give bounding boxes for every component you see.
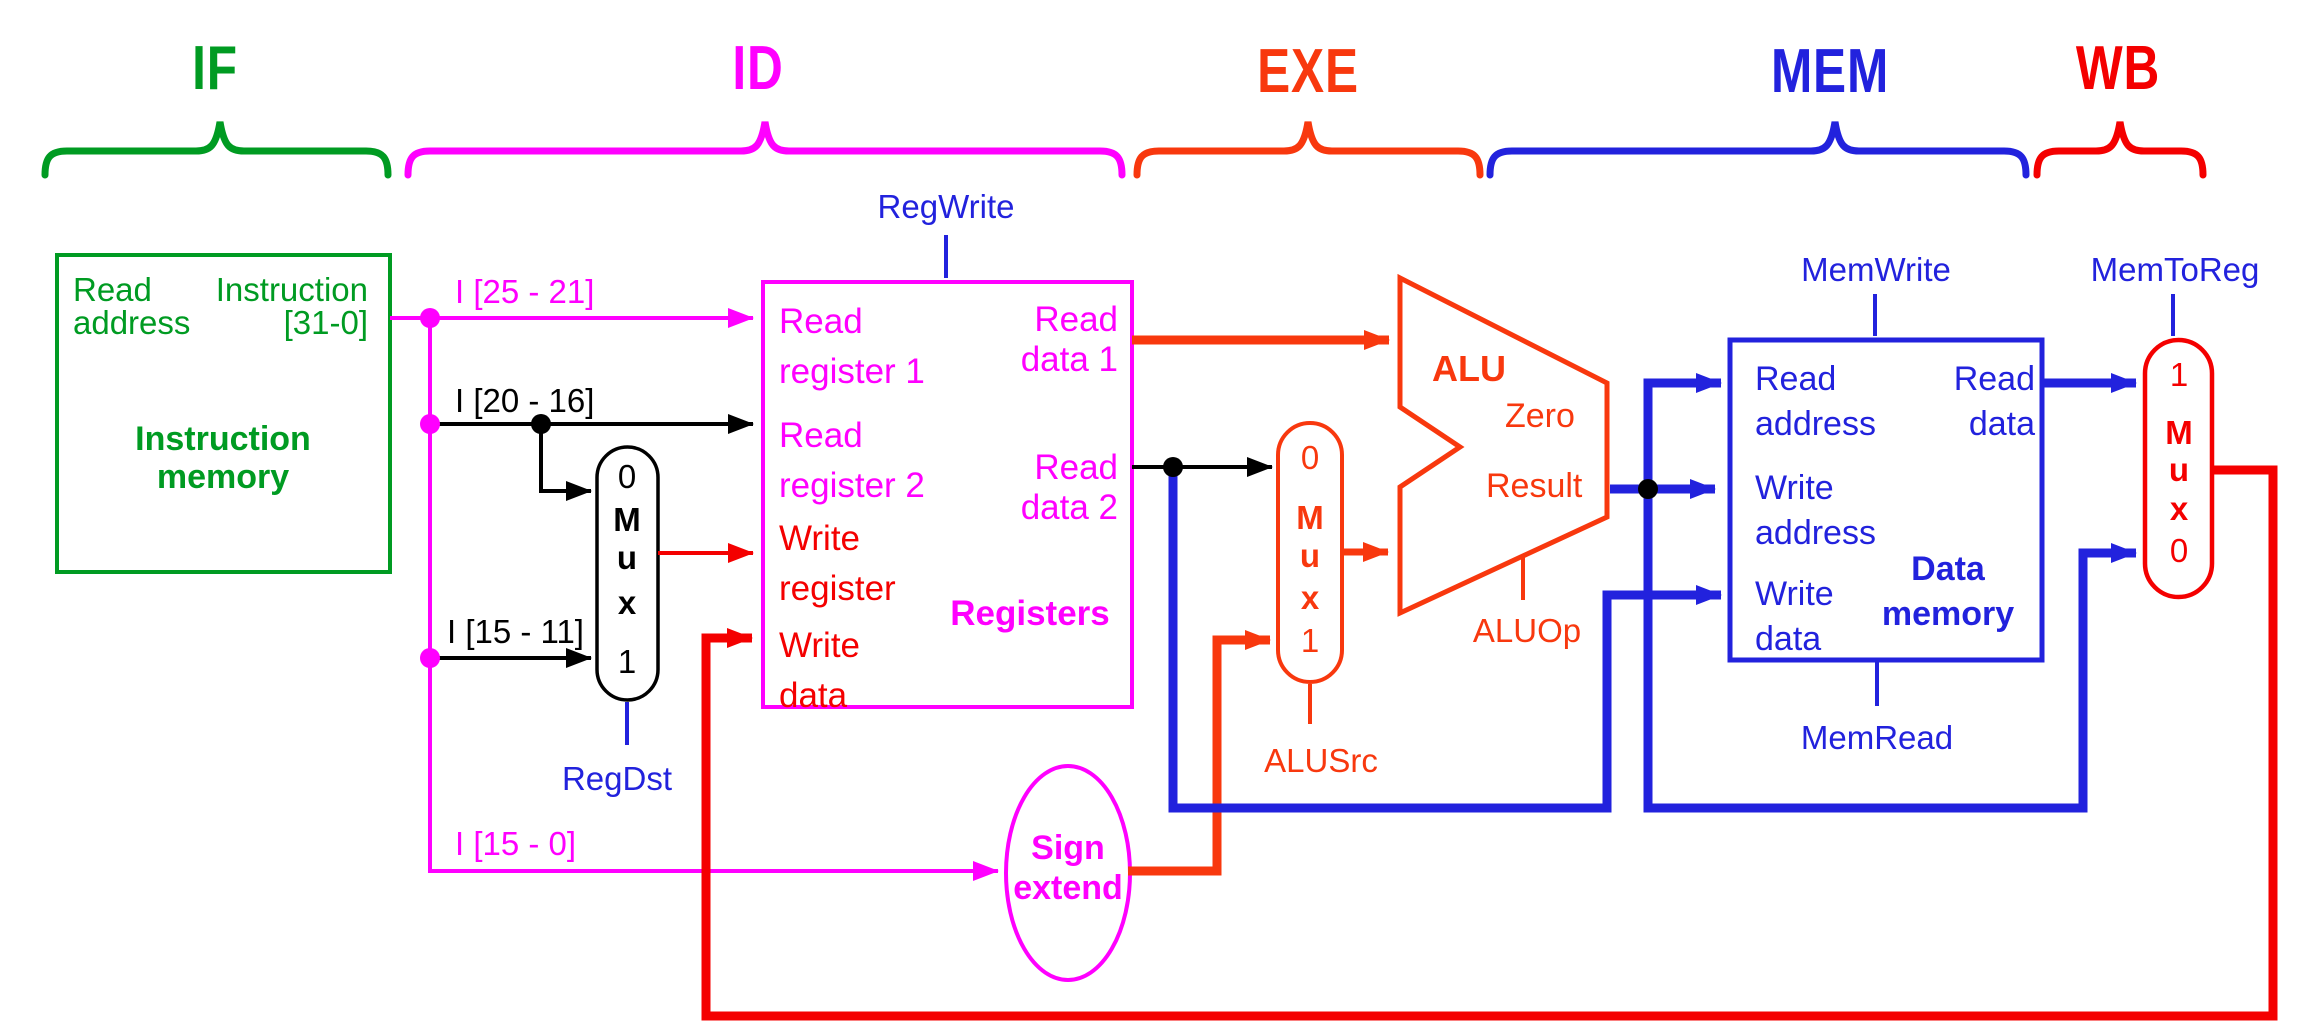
instruction-memory-instruction-port: Instruction [31-0] — [215, 271, 368, 341]
memtoreg-mux-letter-u: u — [2168, 451, 2190, 488]
junction-dot — [531, 414, 551, 434]
field-label-i20-16: I [20 - 16] — [455, 382, 595, 419]
control-label-regwrite: RegWrite — [877, 188, 1015, 225]
junction-dot — [1638, 479, 1658, 499]
wire-i20-16-to-mux0 — [539, 424, 592, 501]
alusrc-mux-letter-x: x — [1300, 579, 1320, 616]
registers-read-register-2-port: Read register 2 — [779, 416, 925, 505]
if-stage-brace — [41, 121, 392, 179]
control-label-alusrc: ALUSrc — [1264, 742, 1378, 779]
alusrc-mux-letter-u: u — [1299, 537, 1321, 574]
stage-label-wb: WB — [2075, 34, 2161, 103]
junction-dot — [420, 308, 440, 328]
regdst-mux-letter-m: M — [613, 501, 641, 538]
control-label-aluop: ALUOp — [1472, 612, 1582, 649]
registers-read-data-1-port: Read data 1 — [1020, 300, 1118, 379]
alu-zero-output-label: Zero — [1505, 397, 1575, 435]
regdst-mux-letter-x: x — [617, 584, 637, 621]
instruction-memory-read-address-port: Read address — [73, 271, 191, 341]
regdst-mux-input-0: 0 — [617, 458, 637, 495]
junction-dot — [1163, 457, 1183, 477]
data-memory-read-data-port: Read data — [1953, 360, 2035, 443]
stage-label-id: ID — [732, 34, 784, 103]
alusrc-mux-input-1: 1 — [1300, 622, 1320, 659]
instruction-memory-title: Instruction memory — [135, 420, 311, 496]
sign-extend-label: Sign extend — [1013, 829, 1123, 907]
registers-read-register-1-port: Read register 1 — [779, 302, 925, 391]
junction-dot — [420, 414, 440, 434]
wire-instruction-bus — [428, 318, 999, 881]
stage-label-if: IF — [192, 34, 238, 103]
data-memory-read-address-port: Read address — [1755, 360, 1876, 443]
control-label-regdst: RegDst — [561, 760, 673, 797]
memtoreg-mux-letter-x: x — [2169, 490, 2189, 527]
junction-dot — [420, 648, 440, 668]
instruction-memory-box — [55, 253, 392, 574]
registers-write-register-port: Write register — [779, 519, 896, 608]
field-label-i25-21: I [25 - 21] — [455, 273, 595, 310]
regdst-mux-letter-u: u — [616, 539, 638, 576]
wire-signextend-to-alusrcmux — [1128, 630, 1271, 876]
alu-title: ALU — [1432, 348, 1506, 389]
data-memory-write-address-port: Write address — [1755, 469, 1876, 552]
data-memory-write-data-port: Write data — [1755, 575, 1834, 658]
field-label-i15-0: I [15 - 0] — [455, 825, 577, 862]
field-label-i15-11: I [15 - 11] — [447, 613, 584, 650]
regdst-mux-shape — [595, 445, 660, 702]
wire-memtoregmux-to-reg-writedata — [701, 465, 2278, 1021]
control-label-memtoreg: MemToReg — [2090, 251, 2260, 288]
alusrc-mux-letter-m: M — [1296, 499, 1324, 536]
control-label-memread: MemRead — [1800, 719, 1954, 756]
stage-label-exe: EXE — [1257, 37, 1359, 106]
wb-stage-brace — [2033, 121, 2207, 179]
memtoreg-mux-input-0: 0 — [2169, 532, 2189, 569]
wire-aluresult-to-memtoregmux0 — [1643, 489, 2137, 813]
memtoreg-mux-letter-m: M — [2165, 414, 2193, 451]
alu-result-output-label: Result — [1486, 467, 1583, 505]
memtoreg-mux-input-1: 1 — [2169, 356, 2189, 393]
registers-title: Registers — [950, 594, 1110, 633]
data-memory-title: Data memory — [1881, 550, 2015, 633]
registers-read-data-2-port: Read data 2 — [1020, 448, 1118, 527]
alusrc-mux-input-0: 0 — [1300, 439, 1320, 476]
control-label-memwrite: MemWrite — [1801, 251, 1951, 288]
wire-aluresult-to-readaddress — [1643, 373, 1722, 489]
regdst-mux-input-1: 1 — [617, 643, 637, 680]
data-memory-box — [1727, 337, 2045, 663]
registers-write-data-port: Write data — [779, 626, 861, 715]
id-stage-brace — [404, 121, 1126, 179]
mem-stage-brace — [1486, 121, 2030, 179]
exe-stage-brace — [1133, 121, 1484, 179]
alu-shape — [1397, 273, 1610, 617]
stage-label-mem: MEM — [1770, 37, 1890, 106]
registers-box — [761, 280, 1134, 709]
